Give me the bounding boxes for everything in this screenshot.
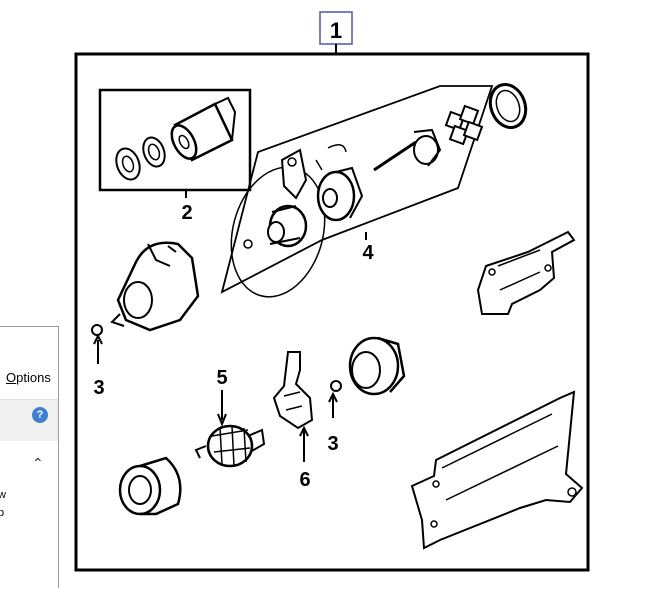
end-cap	[348, 336, 406, 396]
bolt-mid	[328, 380, 342, 418]
brush-holder	[272, 351, 314, 462]
text-fragment: p	[0, 507, 5, 519]
window-toolbar: Options	[0, 327, 58, 400]
solenoid-kit-group	[98, 88, 252, 198]
chevron-up-icon[interactable]: ⌃	[32, 455, 44, 471]
bolt-left	[91, 324, 103, 364]
outer-frame	[74, 52, 590, 572]
callout-1-label: 1	[330, 18, 342, 43]
callout-3-mid-label: 3	[327, 433, 338, 455]
callout-6-label: 6	[299, 469, 310, 491]
armature	[194, 390, 266, 468]
overlay-window-fragment: Options ? ⌃ w p	[0, 326, 59, 591]
help-icon[interactable]: ?	[32, 407, 48, 423]
starter-parts-diagram: 1 2	[74, 11, 590, 572]
heat-shield-large	[410, 390, 584, 550]
drive-end-housing	[110, 241, 200, 332]
heat-shield-bracket	[476, 230, 576, 315]
callout-5-label: 5	[216, 367, 227, 389]
options-menu[interactable]: Options	[6, 370, 51, 385]
text-fragment: w	[0, 489, 6, 501]
callout-2-label: 2	[181, 202, 192, 224]
callout-3-left-label: 3	[93, 377, 104, 399]
window-panel	[0, 441, 58, 591]
o-ring	[488, 83, 528, 129]
callout-4-label: 4	[362, 242, 374, 264]
yoke-frame	[118, 456, 182, 516]
drive-group	[220, 85, 494, 298]
